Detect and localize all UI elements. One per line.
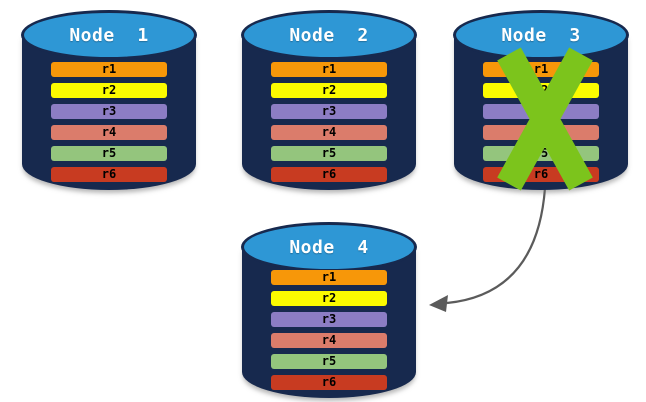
node-4-cylinder-top: Node 4 <box>241 222 417 272</box>
partition-bar-r4: r4 <box>271 125 387 140</box>
partition-bar-r3: r3 <box>51 104 167 119</box>
node-2-partitions: r1 r2 r3 r4 r5 r6 <box>271 62 387 182</box>
node-1-partitions: r1 r2 r3 r4 r5 r6 <box>51 62 167 182</box>
partition-bar-r4: r4 <box>271 333 387 348</box>
node-4-partitions: r1 r2 r3 r4 r5 r6 <box>271 270 387 390</box>
partition-label: r4 <box>321 333 337 347</box>
node-1-label: Node 1 <box>69 24 149 46</box>
partition-label: r6 <box>321 167 337 181</box>
failover-arrow <box>429 187 547 312</box>
partition-bar-r1: r1 <box>271 62 387 77</box>
partition-bar-r5: r5 <box>271 354 387 369</box>
partition-label: r3 <box>321 312 337 326</box>
partition-label: r5 <box>321 354 337 368</box>
node-2-cylinder: Node 2 r1 r2 r3 r4 r5 r6 <box>241 10 417 190</box>
node-4-label: Node 4 <box>289 236 369 258</box>
partition-label: r6 <box>101 167 117 181</box>
partition-label: r4 <box>321 125 337 139</box>
node-3-cylinder-top: Node 3 <box>453 10 629 60</box>
partition-bar-r6: r6 <box>51 167 167 182</box>
partition-bar-r3: r3 <box>271 312 387 327</box>
partition-label: r2 <box>101 83 117 97</box>
partition-bar-r2: r2 <box>271 291 387 306</box>
partition-label: r6 <box>533 167 549 181</box>
partition-bar-r1: r1 <box>271 270 387 285</box>
partition-label: r3 <box>321 104 337 118</box>
partition-bar-r6: r6 <box>271 375 387 390</box>
node-4-cylinder: Node 4 r1 r2 r3 r4 r5 r6 <box>241 222 417 398</box>
partition-label: r2 <box>321 291 337 305</box>
partition-label: r2 <box>321 83 337 97</box>
partition-label: r4 <box>101 125 117 139</box>
partition-bar-r3: r3 <box>271 104 387 119</box>
partition-label: r1 <box>533 62 549 76</box>
partition-label: r5 <box>101 146 117 160</box>
failure-x-icon <box>497 47 593 191</box>
partition-label: r6 <box>321 375 337 389</box>
partition-bar-r2: r2 <box>271 83 387 98</box>
partition-label: r1 <box>321 270 337 284</box>
node-3-label: Node 3 <box>501 24 581 46</box>
node-1-cylinder-top: Node 1 <box>21 10 197 60</box>
arrow-head-icon <box>429 295 448 312</box>
partition-bar-r2: r2 <box>51 83 167 98</box>
partition-bar-r5: r5 <box>271 146 387 161</box>
partition-bar-r6: r6 <box>271 167 387 182</box>
partition-bar-r1: r1 <box>51 62 167 77</box>
partition-label: r5 <box>321 146 337 160</box>
node-3-cylinder: Node 3 r1 r2 r3 r4 r5 r6 <box>453 10 629 191</box>
node-1-cylinder: Node 1 r1 r2 r3 r4 r5 r6 <box>21 10 197 190</box>
partition-label: r1 <box>321 62 337 76</box>
partition-label: r1 <box>101 62 117 76</box>
partition-bar-r4: r4 <box>51 125 167 140</box>
partition-label: r3 <box>101 104 117 118</box>
node-2-cylinder-top: Node 2 <box>241 10 417 60</box>
node-2-label: Node 2 <box>289 24 369 46</box>
partition-bar-r5: r5 <box>51 146 167 161</box>
